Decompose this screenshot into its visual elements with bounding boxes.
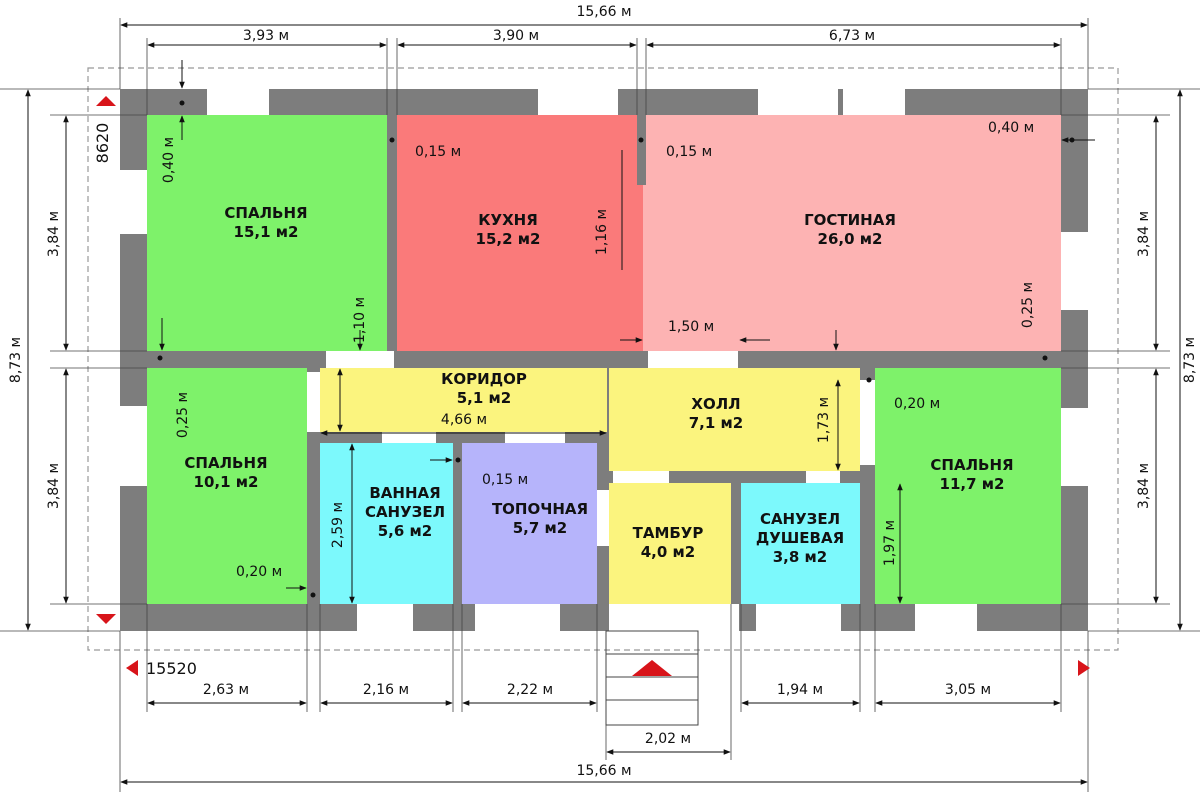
dim-top-segment-2: 3,90 м bbox=[493, 28, 539, 44]
dim-porch-width: 2,02 м bbox=[645, 731, 691, 747]
room-vestibule bbox=[609, 483, 731, 604]
mark-width: 15520 bbox=[146, 659, 197, 678]
annot-bedroom3-wall: 0,20 м bbox=[894, 396, 940, 412]
room-name-line: КОРИДОР bbox=[441, 370, 527, 388]
annot-bedroom3-height: 1,97 м bbox=[882, 520, 898, 566]
room-bedroom-3 bbox=[875, 368, 1061, 604]
room-area: 5,7 м2 bbox=[513, 519, 568, 537]
dim-overall-width-bottom: 15,66 м bbox=[576, 763, 631, 779]
annot-living-opening: 1,50 м bbox=[668, 319, 714, 335]
room-name-line: ТОПОЧНАЯ bbox=[492, 500, 588, 518]
room-name-line: ГОСТИНАЯ bbox=[804, 211, 896, 229]
leader-dots bbox=[157, 100, 1075, 598]
room-hall bbox=[609, 368, 860, 471]
dim-bottom-segment-1: 2,63 м bbox=[203, 682, 249, 698]
kitchen-partition bbox=[637, 115, 646, 185]
room-name-line: ТАМБУР bbox=[633, 524, 704, 542]
room-area: 3,8 м2 bbox=[773, 548, 828, 566]
mark-height: 8620 bbox=[93, 123, 112, 164]
dim-bottom-segment-4: 1,94 м bbox=[777, 682, 823, 698]
dim-overall-height-right: 8,73 м bbox=[1182, 337, 1198, 383]
dim-bottom-segment-5: 3,05 м bbox=[945, 682, 991, 698]
room-name-line: САНУЗЕЛ bbox=[365, 503, 445, 521]
room-name-line: ДУШЕВАЯ bbox=[756, 529, 844, 547]
outer-dashed-outline bbox=[87, 67, 1119, 651]
room-area: 10,1 м2 bbox=[194, 473, 259, 491]
room-kitchen bbox=[397, 115, 643, 351]
dimension-texts: 15,66 м 15,66 м 3,93 м 3,90 м 6,73 м 2,6… bbox=[8, 4, 1198, 779]
room-area: 11,7 м2 bbox=[940, 475, 1005, 493]
dim-left-lower-height: 3,84 м bbox=[46, 463, 62, 509]
room-area: 7,1 м2 bbox=[689, 414, 744, 432]
annot-door-living: 0,40 м bbox=[988, 120, 1034, 136]
annot-wall-kitchen-left: 0,15 м bbox=[415, 144, 461, 160]
room-name-line: ВАННАЯ bbox=[369, 484, 440, 502]
annot-kitchen-partition: 1,16 м bbox=[594, 209, 610, 255]
annot-bedroom2-door: 0,25 м bbox=[175, 392, 191, 438]
dim-left-upper-height: 3,84 м bbox=[46, 211, 62, 257]
dimension-lines bbox=[25, 22, 1183, 785]
room-area: 4,0 м2 bbox=[641, 543, 696, 561]
annot-bath-wall: 0,15 м bbox=[482, 472, 528, 488]
dim-bottom-segment-3: 2,22 м bbox=[507, 682, 553, 698]
annot-living-corner: 0,25 м bbox=[1020, 282, 1036, 328]
red-triangle-markers bbox=[96, 96, 1090, 676]
room-name-line: ХОЛЛ bbox=[691, 395, 740, 413]
room-boiler-room bbox=[462, 443, 597, 604]
dim-overall-width-top: 15,66 м bbox=[576, 4, 631, 20]
room-bedroom-2 bbox=[147, 368, 307, 604]
dim-top-segment-3: 6,73 м bbox=[829, 28, 875, 44]
room-area: 26,0 м2 bbox=[818, 230, 883, 248]
dim-overall-height-left: 8,73 м bbox=[8, 337, 24, 383]
room-name-line: САНУЗЕЛ bbox=[760, 510, 840, 528]
windows bbox=[120, 89, 1088, 631]
room-name-line: СПАЛЬНЯ bbox=[184, 454, 267, 472]
dim-right-upper-height: 3,84 м bbox=[1136, 211, 1152, 257]
annot-door-bedroom1: 0,40 м bbox=[161, 137, 177, 183]
room-area: 5,1 м2 bbox=[457, 389, 512, 407]
annot-wall-kitchen-right: 0,15 м bbox=[666, 144, 712, 160]
annot-corridor-length: 4,66 м bbox=[441, 412, 487, 428]
annot-bath-height: 2,59 м bbox=[330, 502, 346, 548]
room-corridor bbox=[320, 368, 607, 432]
porch-steps bbox=[605, 630, 699, 726]
room-shower-wc bbox=[741, 483, 860, 604]
annot-bedroom2-wall: 0,20 м bbox=[236, 564, 282, 580]
room-name-line: КУХНЯ bbox=[478, 211, 538, 229]
extension-lines bbox=[0, 18, 1200, 792]
room-name-line: СПАЛЬНЯ bbox=[224, 204, 307, 222]
room-area: 15,2 м2 bbox=[476, 230, 541, 248]
room-area: 5,6 м2 bbox=[378, 522, 433, 540]
room-living-room bbox=[643, 115, 1061, 351]
room-name-line: СПАЛЬНЯ bbox=[930, 456, 1013, 474]
dim-top-segment-1: 3,93 м bbox=[243, 28, 289, 44]
dim-right-lower-height: 3,84 м bbox=[1136, 463, 1152, 509]
annot-bedroom1-door-height: 1,10 м bbox=[352, 297, 368, 343]
dim-bottom-segment-2: 2,16 м bbox=[363, 682, 409, 698]
room-bathroom bbox=[320, 443, 453, 604]
door-openings bbox=[307, 351, 875, 546]
annot-hall-height: 1,73 м bbox=[816, 397, 832, 443]
room-bedroom-1 bbox=[147, 115, 387, 351]
room-area: 15,1 м2 bbox=[234, 223, 299, 241]
